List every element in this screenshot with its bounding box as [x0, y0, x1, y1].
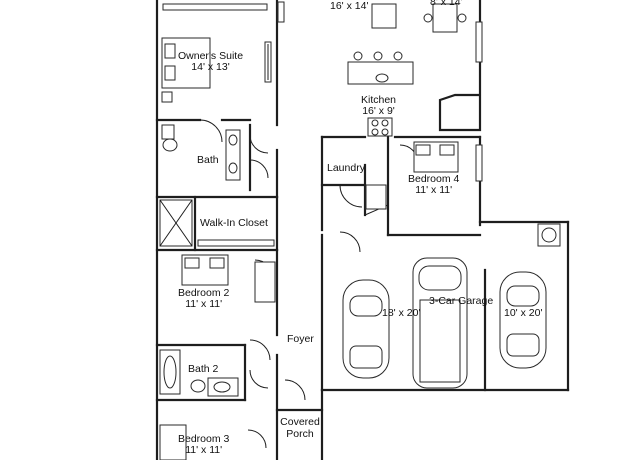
- room-walk-in-closet: Walk-In Closet: [200, 217, 268, 229]
- room-kitchen: Kitchen 16' x 9': [361, 95, 396, 117]
- room-name: Bedroom 3: [178, 433, 230, 445]
- room-dim: 14' x 13': [191, 61, 230, 73]
- room-owners-suite: Owner's Suite 14' x 13': [178, 51, 243, 73]
- room-bedroom-4: Bedroom 4 11' x 11': [408, 174, 459, 196]
- room-name: Owner's Suite: [178, 50, 244, 62]
- room-name: Bedroom 2: [178, 287, 230, 299]
- room-dim: 11' x 11': [185, 444, 223, 456]
- top-right-room-dim: 8' x 14': [430, 0, 463, 8]
- room-bath: Bath: [197, 154, 219, 166]
- room-bedroom-3: Bedroom 3 11' x 11': [178, 434, 229, 456]
- room-bath-2: Bath 2: [188, 363, 219, 375]
- truck-middle: [412, 257, 468, 389]
- room-laundry: Laundry: [327, 162, 365, 174]
- garage-cars: [342, 257, 547, 389]
- room-garage-dim-right: 10' x 20': [504, 307, 543, 319]
- fixtures: [159, 1, 561, 460]
- room-bedroom-2: Bedroom 2 11' x 11': [178, 288, 229, 310]
- room-dim: 11' x 11': [185, 298, 223, 310]
- car-right: [499, 271, 547, 369]
- room-dim: 16' x 9': [362, 105, 395, 117]
- top-left-room-dim: 16' x 14': [330, 0, 369, 12]
- car-left: [342, 279, 390, 379]
- room-name: Kitchen: [361, 94, 397, 106]
- room-dim: 11' x 11': [415, 184, 453, 196]
- room-garage-name: 3-Car Garage: [429, 295, 494, 307]
- room-foyer: Foyer: [287, 333, 314, 345]
- room-name: Bedroom 4: [408, 173, 460, 185]
- room-covered-porch: Covered Porch: [280, 416, 320, 440]
- room-garage-dim-left: 18' x 20': [382, 307, 421, 319]
